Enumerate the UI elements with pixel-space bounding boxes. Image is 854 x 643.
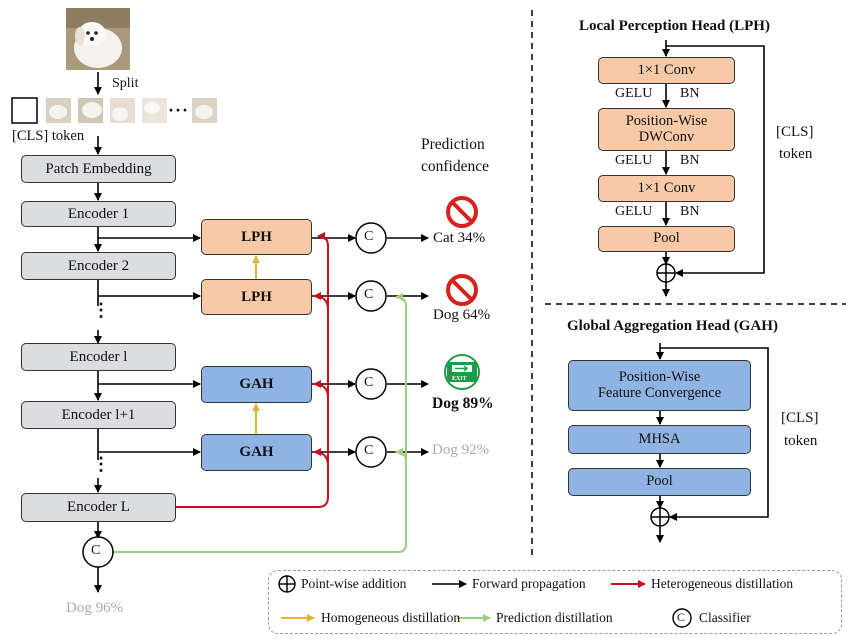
- legend-forward: Forward propagation: [472, 576, 586, 591]
- prediction-1: Cat 34%: [433, 230, 486, 246]
- legend-homogeneous: Homogeneous distillation: [321, 610, 461, 625]
- exit-sign-text: EXIT: [452, 376, 467, 382]
- lph-conv1-box: 1×1 Conv: [598, 57, 735, 84]
- encoder-l-plus-1-box: Encoder l+1: [21, 401, 176, 429]
- image-patches: [11, 97, 217, 124]
- heterogeneous-arrows: [176, 232, 329, 508]
- gah-head-1: GAH: [201, 366, 312, 403]
- prediction-3: Dog 89%: [432, 395, 494, 412]
- lph-bn-3: BN: [680, 204, 700, 219]
- exit-sign-icon: [444, 354, 480, 390]
- gah-convergence-line1: Position-Wise: [618, 368, 701, 385]
- legend-icons: [278, 575, 692, 628]
- vertical-dots: ⋮: [92, 300, 110, 320]
- lph-gelu-1: GELU: [615, 86, 653, 101]
- prohibited-icon: [446, 196, 478, 228]
- lph-head-2: LPH: [201, 279, 312, 315]
- lph-panel-arrows: [662, 40, 765, 297]
- legend-pointwise: Point-wise addition: [301, 576, 407, 591]
- lph-plus-icon: [656, 263, 676, 283]
- legend-classifier-symbol: C: [677, 610, 686, 624]
- lph-cls-line1: [CLS]: [776, 124, 814, 140]
- lph-gelu-3: GELU: [615, 204, 653, 219]
- confidence-title-1: Prediction: [421, 136, 485, 153]
- prediction-5: Dog 96%: [66, 600, 124, 616]
- vertical-dots-2: ⋮: [92, 454, 110, 474]
- legend-classifier: Classifier: [699, 610, 751, 625]
- confidence-title-2: confidence: [421, 158, 489, 175]
- gah-convergence-box: Position-Wise Feature Convergence: [568, 360, 751, 411]
- encoder-l-box: Encoder l: [21, 343, 176, 371]
- prediction-2: Dog 64%: [433, 307, 491, 323]
- lph-head-1: LPH: [201, 219, 312, 255]
- classifier-5-label: C: [91, 543, 101, 558]
- lph-dwconv-line2: DWConv: [638, 128, 695, 145]
- lph-conv2-box: 1×1 Conv: [598, 175, 735, 202]
- lph-cls-line2: token: [779, 146, 813, 162]
- lph-dwconv-line1: Position-Wise: [625, 112, 708, 129]
- lph-gelu-2: GELU: [615, 153, 653, 168]
- encoder-2-box: Encoder 2: [21, 252, 176, 280]
- gah-convergence-line2: Feature Convergence: [597, 384, 722, 401]
- gah-panel-title: Global Aggregation Head (GAH): [567, 318, 778, 334]
- lph-bn-2: BN: [680, 153, 700, 168]
- patch-embedding-box: Patch Embedding: [21, 155, 176, 183]
- prediction-arrows: [114, 293, 407, 553]
- prohibited-icon-2: [446, 274, 478, 306]
- gah-pool-box: Pool: [568, 468, 751, 496]
- gah-mhsa-box: MHSA: [568, 425, 751, 454]
- classifier-1-label: C: [364, 229, 374, 244]
- gah-panel-arrows: [656, 343, 769, 543]
- legend-heterogeneous: Heterogeneous distillation: [651, 576, 794, 591]
- legend-box: [268, 570, 842, 634]
- split-label: Split: [112, 76, 139, 91]
- classifiers: [82, 222, 387, 568]
- gah-plus-icon: [650, 507, 670, 527]
- classifier-2-label: C: [364, 287, 374, 302]
- encoder-1-box: Encoder 1: [21, 201, 176, 227]
- classifier-4-label: C: [364, 443, 374, 458]
- legend-prediction: Prediction distillation: [496, 610, 613, 625]
- classifier-3-label: C: [364, 375, 374, 390]
- lph-bn-1: BN: [680, 86, 700, 101]
- gah-cls-line1: [CLS]: [781, 410, 819, 426]
- gah-head-2: GAH: [201, 434, 312, 471]
- gah-cls-line2: token: [784, 433, 818, 449]
- lph-pool-box: Pool: [598, 226, 735, 252]
- dog-image: [66, 8, 130, 70]
- patch-ellipsis: ···: [168, 100, 190, 120]
- encoder-L-box: Encoder L: [21, 493, 176, 522]
- lph-dwconv-box: Position-Wise DWConv: [598, 108, 735, 151]
- cls-token-label: [CLS] token: [12, 128, 85, 144]
- forward-arrows: [94, 72, 429, 593]
- lph-panel-title: Local Perception Head (LPH): [579, 18, 770, 34]
- prediction-4: Dog 92%: [432, 442, 490, 458]
